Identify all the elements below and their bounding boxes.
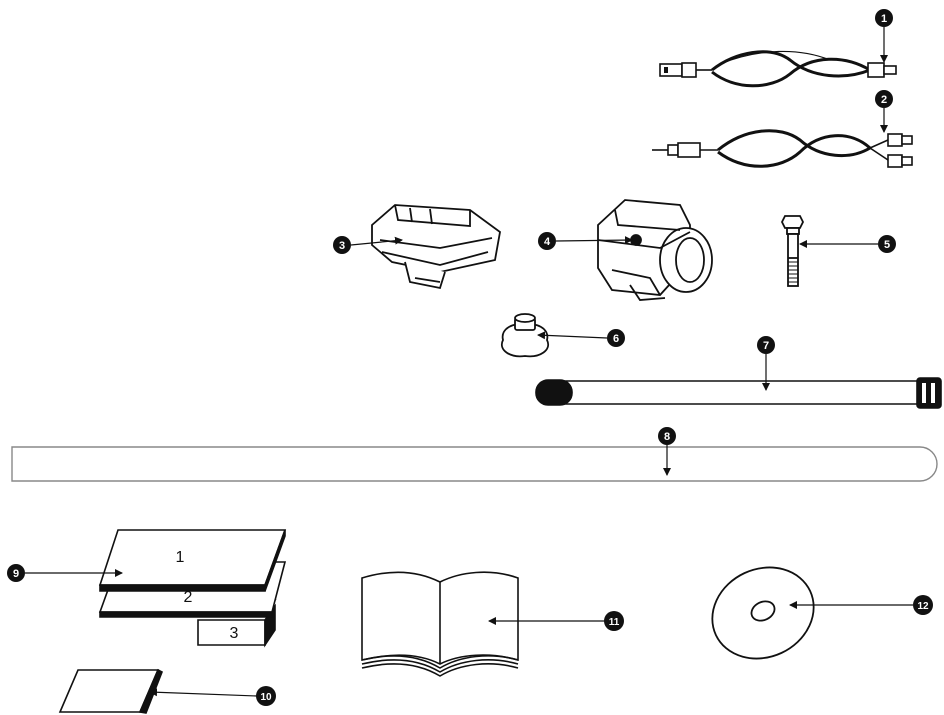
handlebar-mount bbox=[597, 199, 713, 301]
callout-2-label: 2 bbox=[881, 94, 887, 106]
adhesive-pads bbox=[98, 529, 287, 648]
callout-11-label: 11 bbox=[609, 617, 620, 628]
callout-10-label: 10 bbox=[260, 692, 272, 703]
long-strap bbox=[11, 446, 938, 482]
callout-4-label: 4 bbox=[544, 236, 551, 248]
pad-label-3: 3 bbox=[230, 625, 239, 642]
callout-4: 4 bbox=[538, 232, 556, 250]
knob-nut bbox=[500, 313, 550, 358]
pad-label-1: 1 bbox=[176, 549, 185, 566]
callout-1-label: 1 bbox=[881, 13, 887, 25]
callout-5-label: 5 bbox=[884, 239, 890, 251]
short-strap bbox=[535, 377, 942, 409]
leader-4 bbox=[555, 236, 633, 245]
av-cable bbox=[652, 129, 913, 168]
callout-9: 9 bbox=[7, 564, 25, 582]
callout-7: 7 bbox=[757, 336, 775, 354]
callout-12-label: 12 bbox=[917, 601, 929, 612]
leader-6 bbox=[537, 331, 608, 340]
screw bbox=[780, 215, 805, 287]
callout-3: 3 bbox=[333, 236, 351, 254]
callout-12: 12 bbox=[913, 595, 933, 615]
callout-11: 11 bbox=[604, 611, 624, 631]
cd bbox=[711, 566, 815, 660]
leader-10 bbox=[149, 688, 258, 697]
callout-9-label: 9 bbox=[13, 568, 19, 580]
callout-1: 1 bbox=[875, 9, 893, 27]
callout-8-label: 8 bbox=[664, 431, 670, 443]
callout-8: 8 bbox=[658, 427, 676, 445]
callout-5: 5 bbox=[878, 235, 896, 253]
callout-7-label: 7 bbox=[763, 340, 769, 352]
flat-mount bbox=[371, 204, 501, 290]
card bbox=[58, 668, 164, 714]
callout-10: 10 bbox=[256, 686, 276, 706]
callout-3-label: 3 bbox=[339, 240, 345, 252]
pad-label-2: 2 bbox=[184, 589, 193, 606]
leader-3 bbox=[350, 236, 403, 246]
callout-6: 6 bbox=[607, 329, 625, 347]
manual bbox=[361, 571, 519, 677]
usb-cable bbox=[659, 50, 897, 88]
callout-2: 2 bbox=[875, 90, 893, 108]
callout-6-label: 6 bbox=[613, 333, 619, 345]
leader-lines bbox=[25, 27, 913, 697]
